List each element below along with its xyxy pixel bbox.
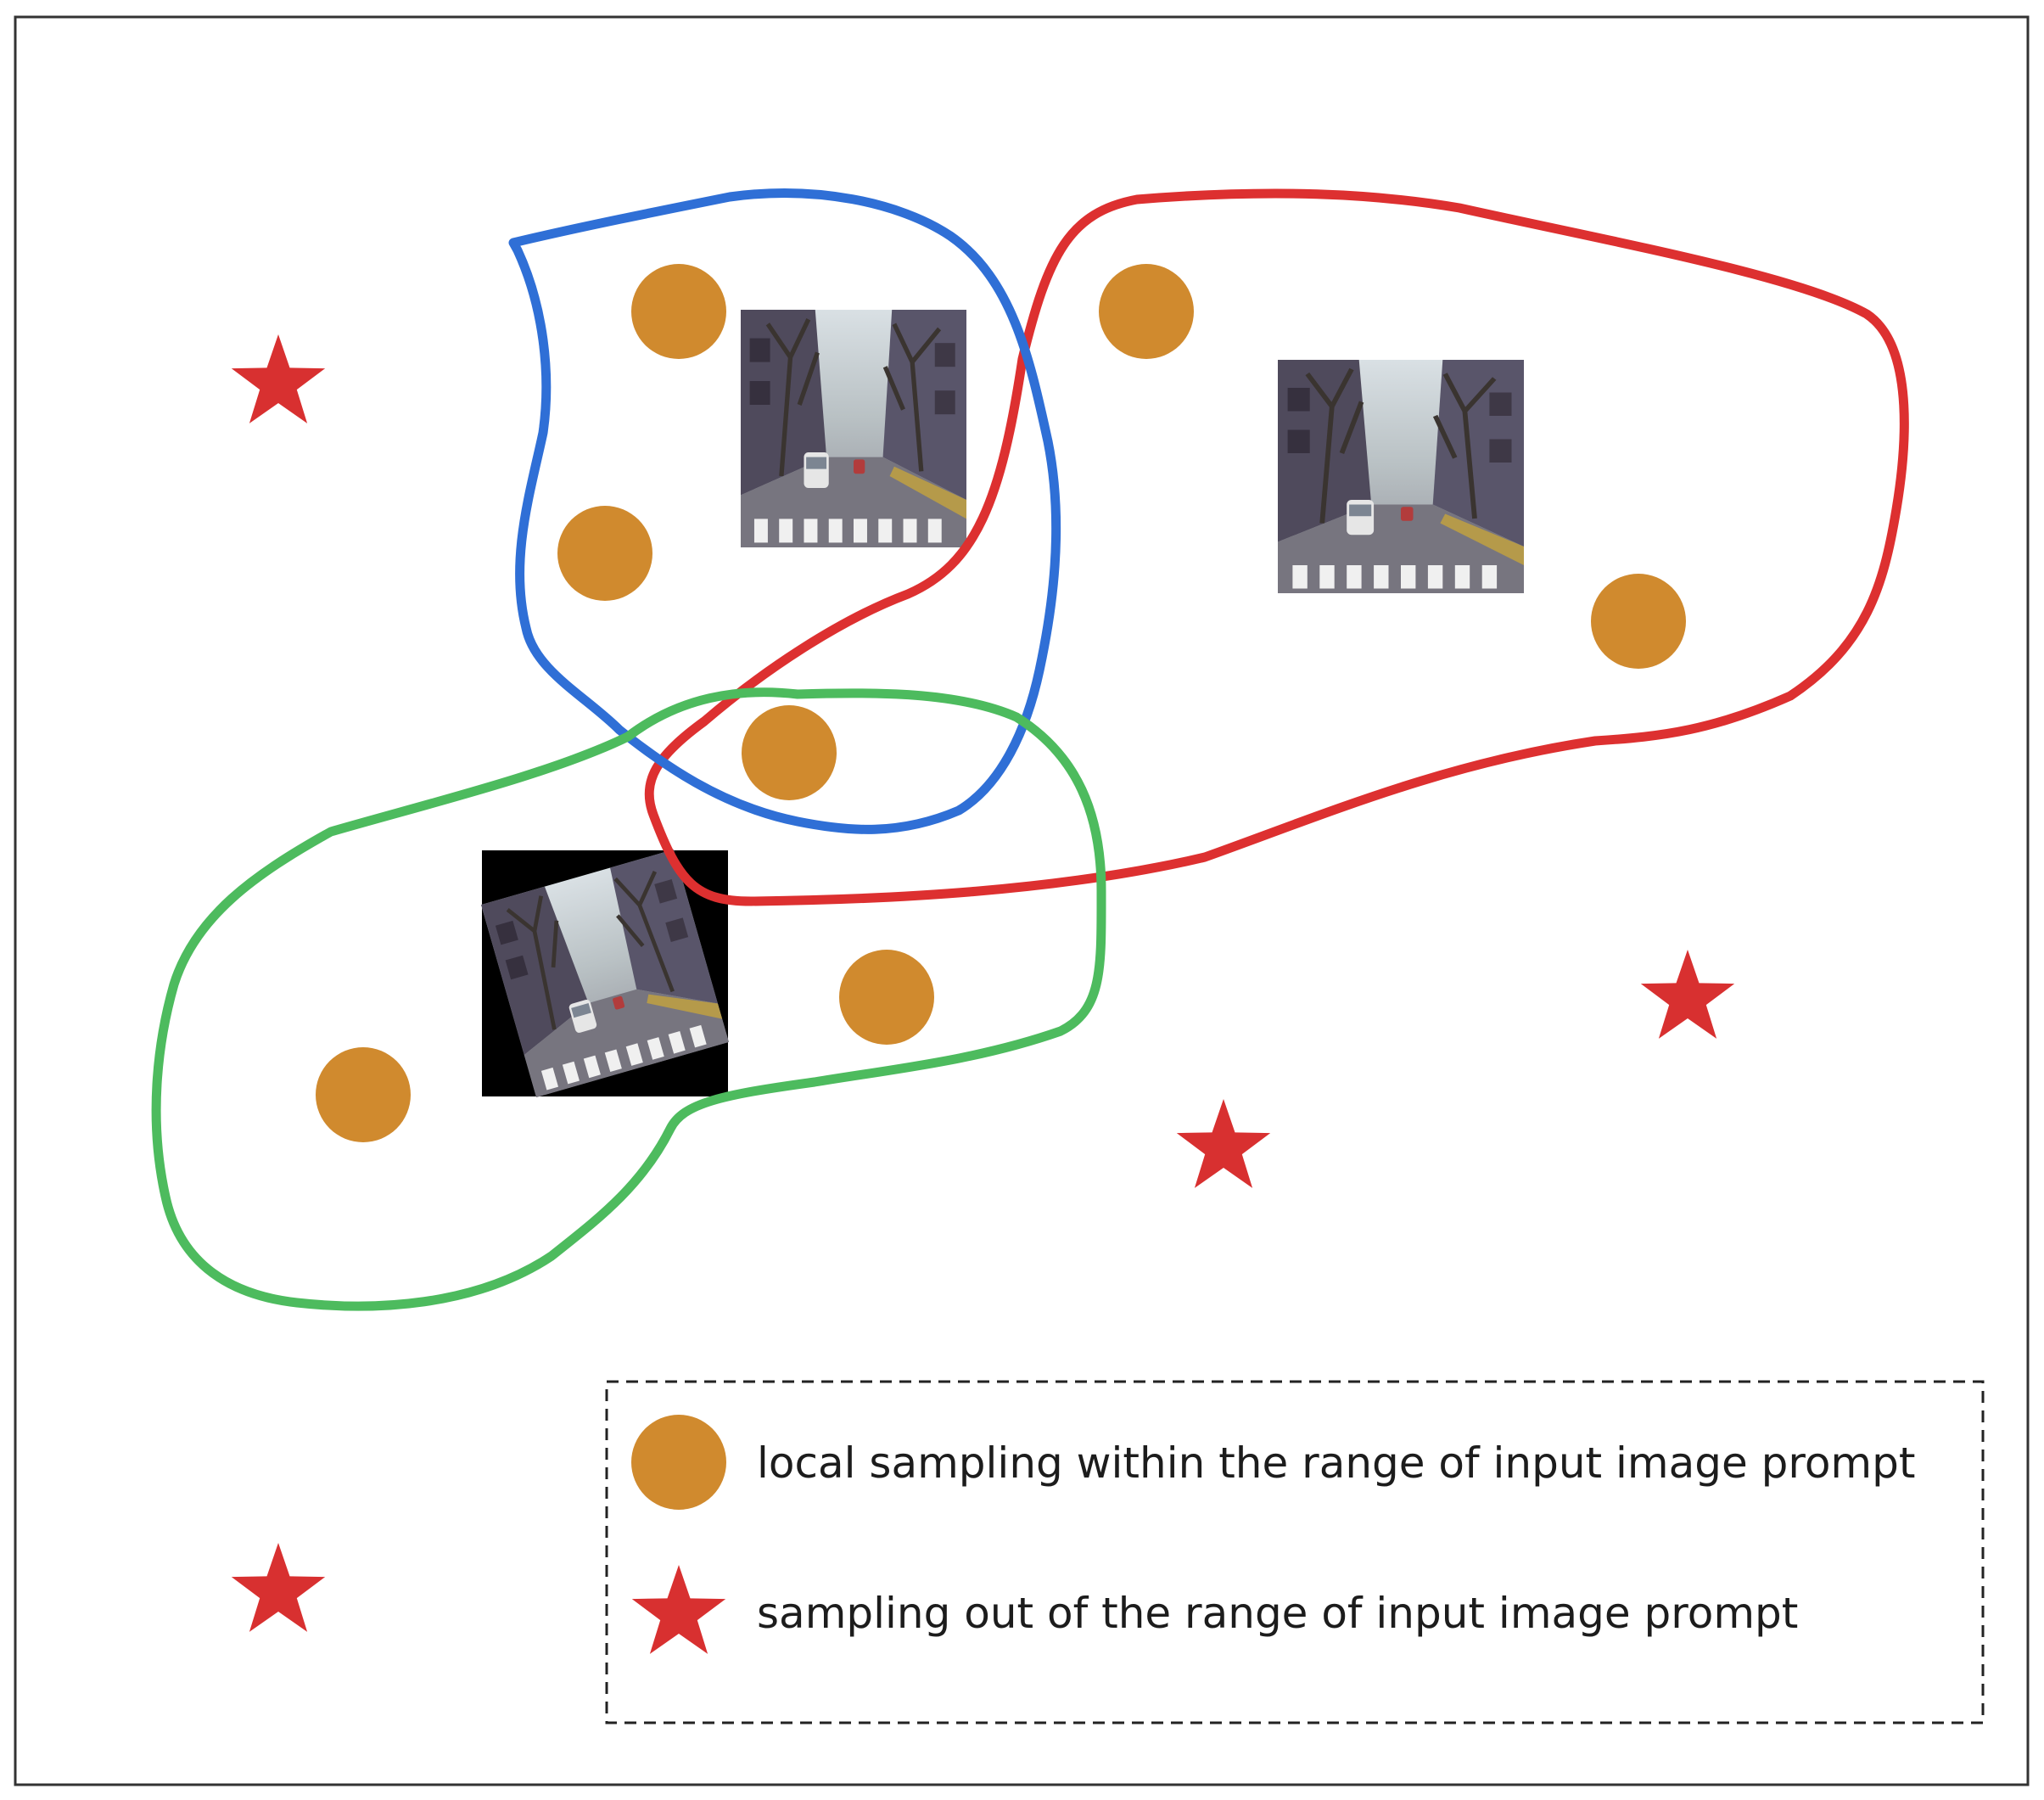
diagram-frame — [14, 15, 2030, 1786]
legend-label-local-sampling: local sampling within the range of input… — [757, 1438, 1915, 1488]
cluster-outline-blue — [508, 188, 1061, 834]
sample-circle — [742, 705, 837, 800]
cluster-outline-green — [151, 687, 1106, 1311]
sample-circle — [1591, 574, 1686, 669]
sample-circle — [316, 1047, 411, 1142]
legend: local sampling within the range of input… — [605, 1380, 1985, 1724]
prompt-image-1 — [741, 310, 966, 547]
legend-label-out-of-range-sampling: sampling out of the range of input image… — [757, 1589, 1798, 1638]
prompt-image-2 — [1278, 360, 1524, 593]
legend-box — [605, 1380, 1985, 1724]
sample-circle — [631, 264, 726, 359]
cluster-outline-red — [644, 188, 1909, 906]
sample-circle — [839, 950, 934, 1045]
sample-circle — [557, 506, 652, 601]
sample-circle — [1099, 264, 1194, 359]
legend-circle-icon — [631, 1415, 726, 1510]
prompt-image-3-rotated — [481, 850, 729, 1097]
